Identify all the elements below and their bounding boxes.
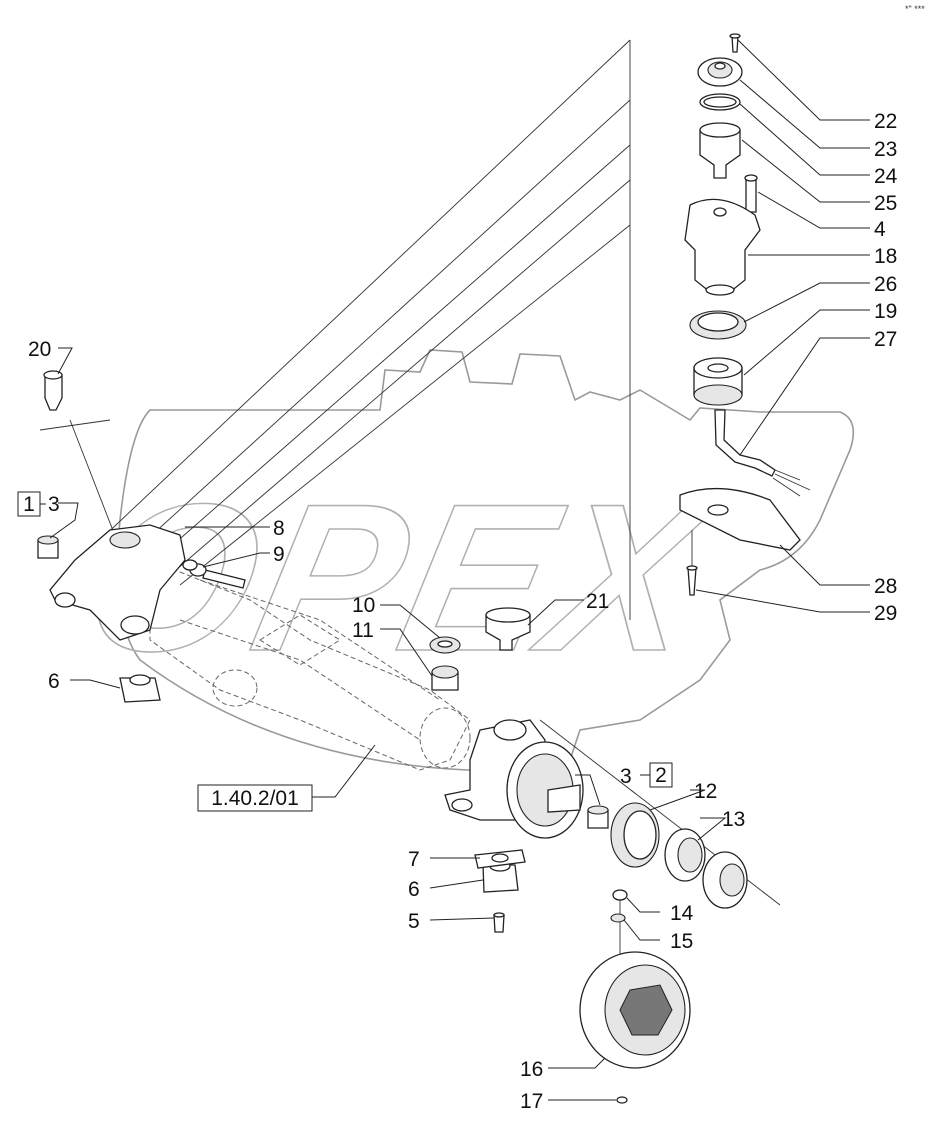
screw-29 [686, 565, 698, 596]
pin-17 [616, 1096, 628, 1104]
callout-10: 10 [352, 594, 375, 617]
callout-5: 5 [408, 910, 420, 933]
callout-27: 27 [874, 328, 897, 351]
callout-4: 4 [874, 218, 886, 241]
callout-22: 22 [874, 110, 897, 133]
callout-21: 21 [586, 590, 609, 613]
wheel-hub-16 [579, 951, 691, 1069]
callout-11: 11 [352, 619, 374, 642]
bushing-3-right [587, 805, 609, 829]
callout-26: 26 [874, 273, 897, 296]
svg-text:1.40.2/01: 1.40.2/01 [211, 787, 299, 810]
grease-fitting-20 [43, 370, 63, 411]
callout-24: 24 [874, 165, 898, 188]
corner-mark: *" *** [905, 4, 925, 14]
leader-lines [49, 39, 870, 1101]
callout-6: 6 [48, 670, 60, 693]
sensor-27 [714, 409, 811, 497]
callout-19: 19 [874, 300, 897, 323]
bearing-19 [693, 357, 743, 406]
washer-8 [182, 559, 198, 571]
bushing-11 [431, 665, 459, 691]
plug-14 [612, 889, 628, 901]
callout-3: 3 [620, 765, 632, 788]
callout-13: 13 [722, 808, 745, 831]
cover-plate-28 [679, 487, 801, 551]
o-ring-24 [699, 93, 741, 111]
callout-23: 23 [874, 138, 897, 161]
pin-6-left [119, 674, 161, 703]
callout-labels: 2223242541826192728292038961011213121376… [28, 110, 898, 1113]
cover-23 [697, 57, 743, 87]
callout-14: 14 [670, 902, 694, 925]
callout-20: 20 [28, 338, 51, 361]
pin-21 [485, 607, 531, 651]
washer-15 [610, 913, 626, 923]
axle-housing-ghost [149, 559, 471, 771]
screw-22 [729, 33, 741, 53]
callout-15: 15 [670, 930, 693, 953]
housing-18 [684, 198, 761, 296]
callout-18: 18 [874, 245, 897, 268]
svg-text:1: 1 [23, 493, 35, 516]
callout-6: 6 [408, 878, 420, 901]
steering-knuckle-left [49, 524, 186, 641]
seal-12 [610, 802, 660, 868]
callout-7: 7 [408, 848, 420, 871]
steering-knuckle-right [444, 719, 546, 821]
bushing-3-left [37, 535, 59, 559]
callout-29: 29 [874, 602, 897, 625]
callout-17: 17 [520, 1090, 543, 1113]
boxed-ref-1: 1 [17, 491, 41, 517]
bearing-13a [664, 828, 706, 882]
section-reference-box: 1.40.2/01 [197, 784, 313, 812]
pin-25 [699, 122, 741, 179]
callout-16: 16 [520, 1058, 543, 1081]
callout-25: 25 [874, 192, 897, 215]
seal-26 [689, 310, 747, 340]
callout-3: 3 [48, 493, 60, 516]
boxed-ref-2: 2 [649, 762, 673, 788]
bolt-4 [744, 174, 758, 213]
bearing-13b [702, 851, 748, 909]
callout-12: 12 [694, 780, 717, 803]
callout-9: 9 [273, 543, 285, 566]
svg-text:2: 2 [655, 764, 667, 787]
plate-7 [474, 849, 526, 869]
callout-28: 28 [874, 575, 897, 598]
grease-fitting-5 [493, 912, 505, 933]
watermark-text: OPEX [67, 460, 730, 694]
washer-10 [429, 636, 461, 654]
callout-8: 8 [273, 517, 285, 540]
hub-flange [506, 741, 584, 839]
